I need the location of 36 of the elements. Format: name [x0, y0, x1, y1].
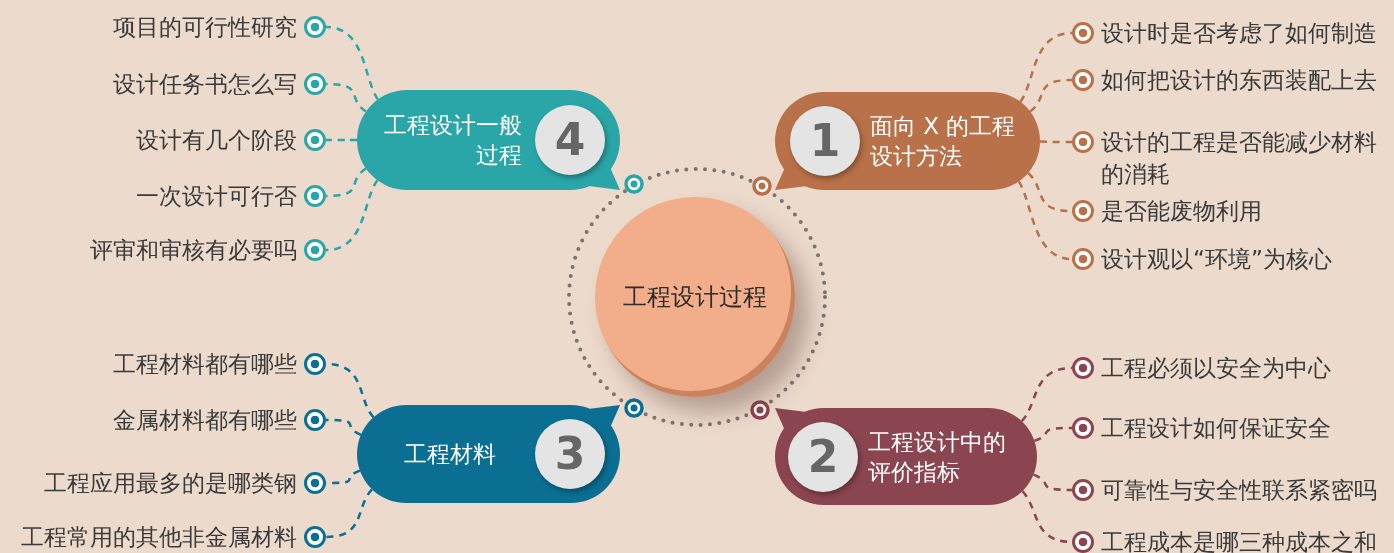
- item-text: 可靠性与安全性联系紧密吗: [1101, 476, 1378, 505]
- connector-line: [325, 82, 367, 113]
- item-text: 工程常用的其他非金属材料: [21, 523, 297, 552]
- item-text: 项目的可行性研究: [113, 13, 297, 42]
- item-text: 评审和审核有必要吗: [90, 236, 297, 265]
- connector-line: [325, 167, 367, 198]
- item-text: 设计观以“环境”为核心: [1101, 245, 1333, 274]
- connector-line: [1020, 366, 1073, 422]
- connector-line: [325, 179, 379, 252]
- branch-title: 工程设计一般过程: [383, 111, 522, 170]
- branch-title: 工程材料: [403, 440, 497, 469]
- item-text: 设计的工程是否能减少材料的消耗: [1101, 128, 1378, 189]
- center-circle: 工程设计过程: [595, 197, 795, 397]
- branch-title: 面向 X 的工程设计方法: [870, 112, 1017, 171]
- item-text: 工程成本是哪三种成本之和: [1101, 528, 1378, 553]
- item-text: 设计任务书怎么写: [113, 70, 297, 99]
- connector-line: [1019, 31, 1073, 103]
- connector-line: [325, 488, 373, 539]
- item-text: 是否能废物利用: [1101, 197, 1263, 226]
- item-text: 设计时是否考虑了如何制造: [1101, 19, 1378, 48]
- branch-title: 工程设计中的评价指标: [868, 427, 1007, 487]
- connector-line: [1029, 78, 1073, 113]
- item-text: 金属材料都有哪些: [113, 406, 297, 435]
- connector-line: [1033, 426, 1072, 442]
- connector-line: [1033, 473, 1072, 492]
- connector-line: [1039, 140, 1072, 144]
- item-text: 工程材料都有哪些: [113, 350, 297, 379]
- item-text: 如何把设计的东西装配上去: [1101, 66, 1378, 95]
- item-text: 工程必须以安全为中心: [1101, 354, 1332, 383]
- item-text: 工程应用最多的是哪类钢: [44, 469, 297, 498]
- connector-line: [326, 418, 362, 436]
- item-text: 工程设计如何保证安全: [1101, 414, 1332, 443]
- connector-line: [325, 25, 379, 100]
- item-text: 设计有几个阶段: [136, 126, 297, 155]
- item-text: 一次设计可行否: [136, 182, 297, 211]
- connector-line: [326, 138, 357, 142]
